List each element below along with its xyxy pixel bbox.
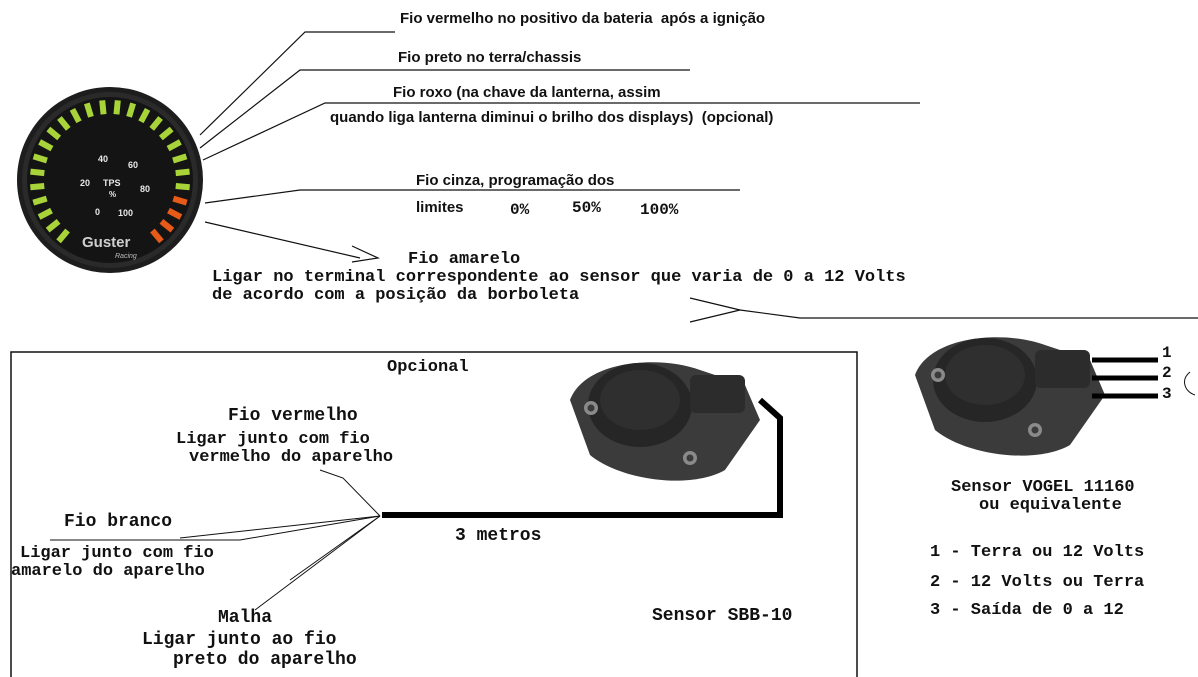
gauge-led-segment: [138, 107, 151, 124]
gauge-led-segment: [113, 100, 121, 115]
yellow-wire-desc-line1: Ligar no terminal correspondente ao sens…: [212, 268, 906, 287]
gray-wire-leader: [204, 189, 740, 204]
vogel-pinout-3: 3 - Saída de 0 a 12: [930, 601, 1124, 620]
gauge-led-segment: [166, 139, 182, 152]
white-wire-desc-line1: Ligar junto com fio: [20, 544, 214, 563]
optional-title: Opcional: [387, 358, 469, 377]
vogel-name-line1: Sensor VOGEL 11160: [951, 478, 1135, 497]
sensor-sbb10-label: Sensor SBB-10: [652, 606, 793, 626]
gauge-led-segment: [32, 195, 48, 206]
black-wire-leader: [199, 69, 690, 149]
gauge-led-segment: [150, 228, 164, 244]
gauge-led-segment: [149, 116, 163, 131]
black-wire-note: Fio preto no terra/chassis: [398, 49, 582, 66]
gauge-face: [27, 97, 193, 263]
gauge-led-segment: [158, 126, 174, 141]
red-wire-desc-line1: Ligar junto com fio: [176, 430, 370, 449]
gauge-led-segment: [159, 219, 175, 233]
cable-length: 3 metros: [455, 526, 542, 546]
limit-50: 50%: [572, 199, 601, 217]
gauge-led-segment: [69, 107, 82, 124]
yellow-wire-title: Fio amarelo: [408, 250, 521, 269]
gauge-led-segment: [172, 195, 188, 206]
red-wire-leader: [199, 31, 395, 136]
yellow-wire-desc-line2: de acordo com a posição da borboleta: [212, 286, 580, 305]
limit-100: 100%: [640, 201, 679, 219]
mesh-desc-line1: Ligar junto ao fio: [142, 630, 337, 650]
gauge-led-segment: [126, 102, 136, 118]
gauge-brand: Guster: [82, 234, 131, 251]
purple-wire-note-line1: Fio roxo (na chave da lanterna, assim: [393, 84, 661, 101]
gauge-led-segment: [84, 102, 94, 118]
vogel-sensor-image: [915, 337, 1105, 456]
gauge-led-segment: [37, 207, 53, 220]
red-wire-note: Fio vermelho no positivo da bateria após…: [400, 10, 766, 27]
vogel-pinout-1: 1 - Terra ou 12 Volts: [930, 543, 1145, 562]
limits-label: limites: [416, 199, 464, 216]
gauge-led-segment: [167, 207, 183, 220]
limit-0: 0%: [510, 201, 530, 219]
red-wire-title: Fio vermelho: [228, 406, 358, 426]
sbb10-sensor-image: [570, 362, 760, 481]
gauge-led-segment: [175, 168, 190, 177]
vogel-name-line2: ou equivalente: [979, 496, 1122, 515]
yellow-desc-arrow: [689, 297, 741, 323]
purple-wire-leader: [202, 102, 920, 161]
gauge-tick-80: 80: [140, 184, 150, 194]
gauge-led-segment: [30, 168, 45, 177]
gauge-led-arc: [30, 100, 190, 244]
gauge-led-segment: [57, 116, 71, 131]
vogel-pin-wires: [1092, 357, 1158, 399]
leader-lines: [199, 31, 1198, 323]
mesh-desc-line2: preto do aparelho: [173, 650, 357, 670]
optional-box: [10, 351, 858, 677]
mesh-title: Malha: [218, 608, 273, 628]
sensor-cable: [382, 397, 783, 518]
purple-wire-note-line2: quando liga lanterna diminui o brilho do…: [330, 109, 774, 126]
gray-wire-note: Fio cinza, programação dos: [416, 172, 615, 189]
gauge-tick-100: 100: [118, 208, 133, 218]
white-wire-title: Fio branco: [64, 512, 173, 532]
optional-box-leaders: [50, 469, 381, 611]
gauge-led-segment: [175, 182, 190, 191]
gauge-led-segment: [38, 139, 54, 152]
yellow-arrow-top: [351, 245, 381, 263]
gauge-tick-60: 60: [128, 160, 138, 170]
gauge-led-segment: [99, 100, 107, 115]
gauge-tick-20: 20: [80, 178, 90, 188]
yellow-to-sensor-line: [739, 309, 1198, 319]
gauge-label: TPS: [103, 178, 121, 188]
gauge-tick-40: 40: [98, 154, 108, 164]
white-wire-desc-line2: amarelo do aparelho: [11, 562, 205, 581]
gauge-led-segment: [56, 228, 70, 244]
gauge-led-segment: [45, 219, 61, 233]
gauge-led-segment: [30, 182, 45, 191]
red-wire-desc-line2: vermelho do aparelho: [189, 448, 394, 467]
tps-gauge: 0 20 40 60 80 100 TPS % Guster Racing: [17, 87, 203, 273]
vogel-pinout-2: 2 - 12 Volts ou Terra: [930, 573, 1145, 592]
vogel-pin-1: 1: [1162, 344, 1172, 362]
gauge-led-segment: [32, 153, 48, 164]
gauge-led-segment: [46, 126, 62, 141]
gauge-tick-0: 0: [95, 207, 100, 217]
vogel-pin-3: 3: [1162, 385, 1172, 403]
gauge-led-segment: [172, 153, 188, 164]
vogel-pin-2: 2: [1162, 364, 1172, 382]
vogel-bracket-mark: [1184, 371, 1196, 396]
gauge-unit: %: [109, 190, 116, 199]
gauge-brand-sub: Racing: [115, 253, 137, 260]
yellow-wire-leader: [204, 221, 361, 259]
